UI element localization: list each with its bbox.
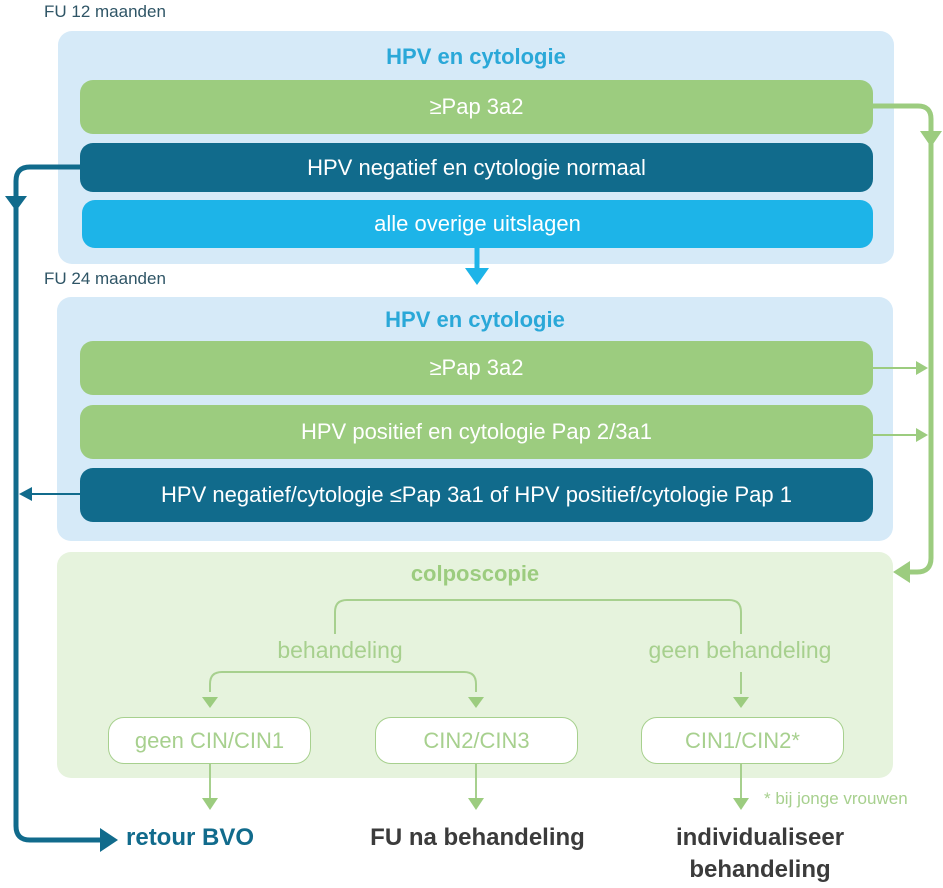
fu24-result-pap3a2: ≥Pap 3a2: [80, 341, 873, 395]
fu24-panel-title: HPV en cytologie: [385, 307, 565, 332]
fu24-section-label: FU 24 maanden: [44, 269, 166, 288]
finding-cin1-cin2: CIN1/CIN2*: [641, 717, 844, 764]
colposcopie-entry-arrowhead: [893, 561, 910, 583]
fu12-result-hpv-neg-normal: HPV negatief en cytologie normaal: [80, 143, 873, 192]
colposcopie-title: colposcopie: [410, 561, 540, 586]
fu24-hpvpos-arrowhead: [916, 428, 928, 442]
arrow-to-individualiseer: [733, 798, 749, 810]
outcome-individualiseer-line1: individualiseer: [675, 824, 845, 851]
outcome-fu-na-behandeling: FU na behandeling: [370, 824, 585, 851]
finding-cin2-cin3: CIN2/CIN3: [375, 717, 578, 764]
outcome-retour-bvo: retour BVO: [126, 824, 255, 851]
fu12-result-pap3a2: ≥Pap 3a2: [80, 80, 873, 134]
fu24-return-arrowhead: [19, 487, 32, 501]
fu12-to-fu24-arrowhead: [465, 268, 489, 285]
fu24-result-hpv-neg-or-pap1: HPV negatief/cytologie ≤Pap 3a1 of HPV p…: [80, 468, 873, 522]
finding-geen-cin-cin1: geen CIN/CIN1: [108, 717, 311, 764]
fu24-result-hpv-pos-pap2: HPV positief en cytologie Pap 2/3a1: [80, 405, 873, 459]
branch-treatment-label: behandeling: [277, 637, 403, 663]
arrow-to-fu-na-behandeling: [468, 798, 484, 810]
fu12-section-label: FU 12 maanden: [44, 2, 166, 21]
green-loop-down-arrow: [920, 131, 942, 147]
outcome-individualiseer-line2: behandeling: [689, 856, 831, 883]
fu12-panel-title: HPV en cytologie: [386, 44, 566, 69]
return-loop-down-arrow: [5, 196, 27, 211]
arrow-to-retour-bvo: [202, 798, 218, 810]
fu24-pap3a2-arrowhead: [916, 361, 928, 375]
retour-bvo-arrowhead: [100, 828, 118, 852]
fu12-result-other: alle overige uitslagen: [82, 200, 873, 248]
branch-no-treatment-label: geen behandeling: [648, 637, 832, 663]
outcome-individualiseer-behandeling: individualiseer behandeling: [640, 822, 880, 886]
footnote-young-women: * bij jonge vrouwen: [764, 789, 908, 808]
